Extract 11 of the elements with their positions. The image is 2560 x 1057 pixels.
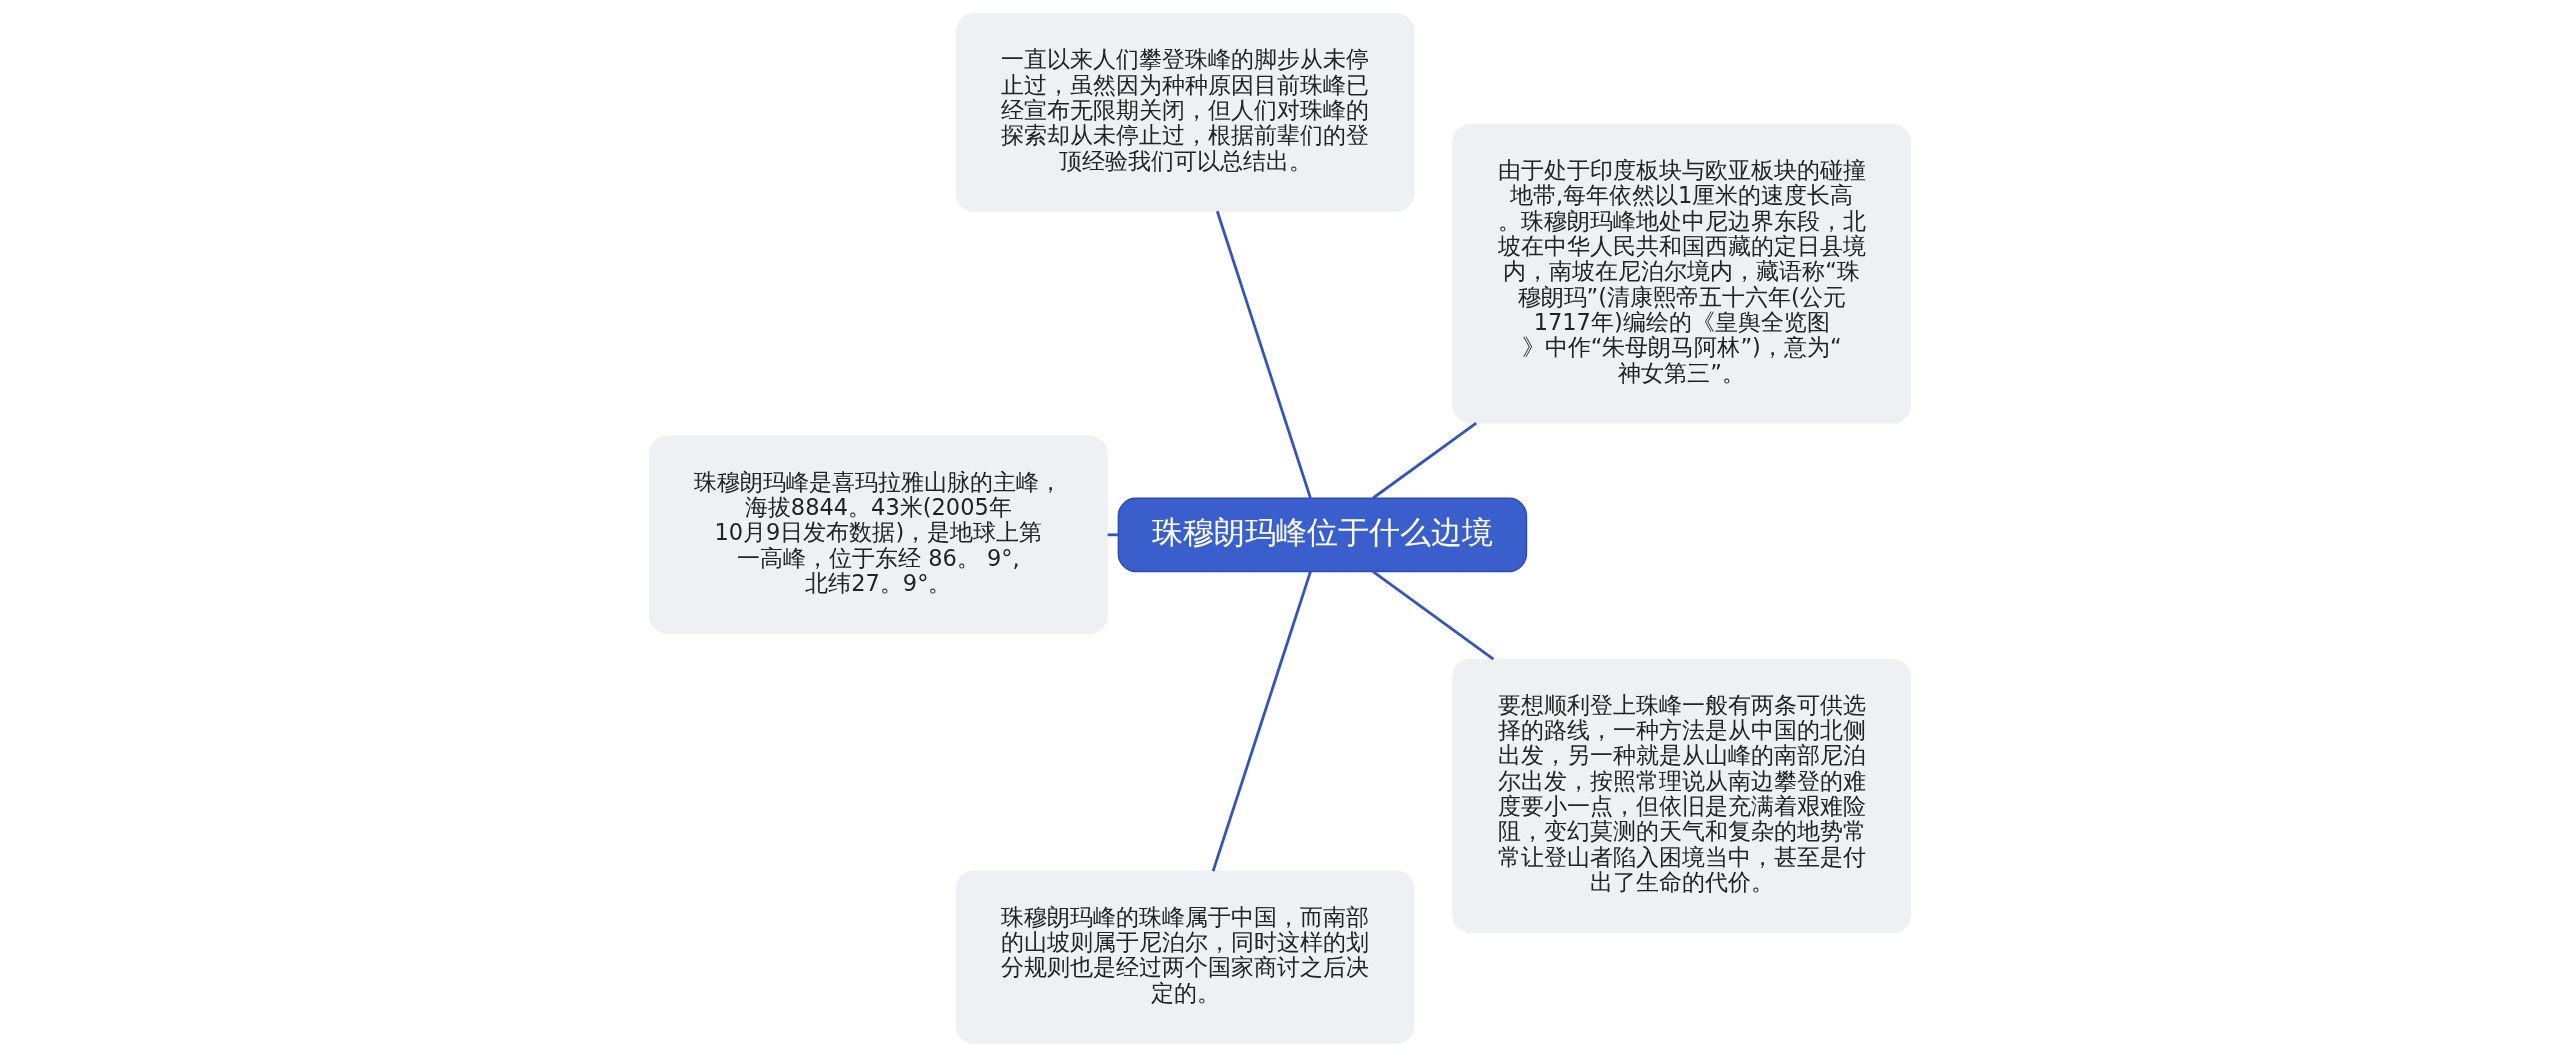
node-box: 一直以来人们攀登珠峰的脚步从未停止过，虽然因为种种原因目前珠峰已经宣布无限期关闭，但人们对珠峰的探索却从未停止过，根据前辈们的登顶经验我们可以总结出。	[955, 13, 1415, 212]
node-box: 由于处于印度板块与欧亚板块的碰撞地带,每年依然以1厘米的速度长高。珠穆朗玛峰地处中尼边界东段，北坡在中华人民共和国西藏的定日县境内，南坡在尼泊尔境内，藏语称“珠穆朗玛”(清康熙帝五十六年(公元 1717年)编绘的《皇舆全览图》中作“朱母朗马阿林”)，意为“神女第三”。	[1452, 123, 1912, 424]
connector	[1372, 570, 1495, 661]
node-box: 珠穆朗玛峰的珠峰属于中国，而南部的山坡则属于尼泊尔，同时这样的划分规则也是经过两个国家商讨之后决定的。	[955, 870, 1415, 1044]
node-box: 珠穆朗玛峰是喜玛拉雅山脉的主峰，海拔8844。43米(2005年10月9日发布数据)，是地球上第一高峰，位于东经 86。 9°,北纬27。9°。	[648, 435, 1108, 635]
node-box: 珠穆朗玛峰位于什么边境	[1117, 497, 1528, 573]
node-box: 要想顺利登上珠峰一般有两条可供选择的路线，一种方法是从中国的北侧出发，另一种就是从山峰的南部尼泊尔出发，按照常理说从南边攀登的难度要小一点，但依旧是充满着艰难险阻，变幻莫测的天气和复杂的地势常常让登山者陷入困境当中，甚至是付出了生命的代价。	[1452, 658, 1912, 934]
connector	[1211, 571, 1312, 872]
connector	[1372, 421, 1477, 500]
connector	[1215, 210, 1312, 499]
connector	[1107, 533, 1118, 537]
